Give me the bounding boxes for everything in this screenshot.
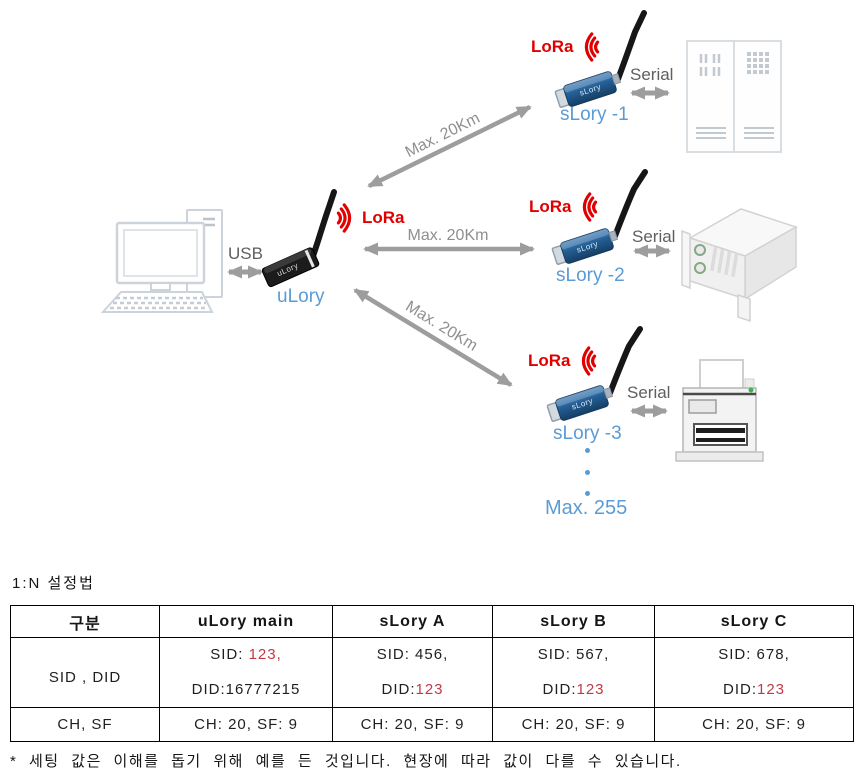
- table-cell: CH: 20, SF: 9: [159, 707, 333, 742]
- lora-label-slory3: LoRa: [528, 344, 600, 378]
- cell-value-red: 123: [415, 681, 444, 698]
- cell-value: SID:: [210, 646, 249, 663]
- table-header-row: 구분 uLory main sLory A sLory B sLory C: [10, 605, 854, 638]
- table-row: CH, SF CH: 20, SF: 9 CH: 20, SF: 9 CH: 20, …: [10, 707, 854, 742]
- radio-wave-icon: [582, 192, 597, 222]
- slory3-antenna: [607, 326, 643, 396]
- row-label: SID , DID: [10, 637, 160, 708]
- col-header-category: 구분: [10, 605, 160, 638]
- cell-line: CH: 20, SF: 9: [493, 717, 654, 732]
- cell-line: CH: 20, SF: 9: [160, 717, 332, 732]
- cell-value: CH: 20, SF: 9: [360, 716, 465, 733]
- slory3-label: sLory -3: [553, 423, 622, 444]
- cell-value-red: 123,: [248, 646, 282, 663]
- max-range-label-2: Max. 20Km: [407, 226, 489, 244]
- cell-line: CH: 20, SF: 9: [333, 717, 492, 732]
- cell-line: DID:123: [655, 682, 853, 697]
- col-header-slory-b: sLory B: [492, 605, 655, 638]
- table-cell: SID: 123, DID:16777215: [159, 637, 333, 708]
- slory2-device: sLory: [551, 228, 619, 265]
- lora-label-slory2: LoRa: [529, 190, 601, 224]
- cell-value: SID: 456,: [376, 646, 449, 663]
- row-label: CH, SF: [10, 707, 160, 742]
- settings-section: 1:N 설정법 구분 uLory main sLory A sLory B sL…: [10, 572, 854, 771]
- cell-value: CH: 20, SF: 9: [521, 716, 626, 733]
- usb-label: USB: [228, 244, 263, 263]
- cell-line: SID: 678,: [655, 647, 853, 662]
- table-cell: CH: 20, SF: 9: [492, 707, 655, 742]
- server-icon: [681, 208, 798, 323]
- ulory-antenna: [310, 189, 337, 259]
- radio-wave-icon: [336, 203, 352, 233]
- ulory-label: uLory: [277, 286, 325, 307]
- table-cell: SID: 678, DID:123: [654, 637, 854, 708]
- lora-label-ulory: LoRa: [333, 201, 405, 235]
- cell-value: CH: 20, SF: 9: [194, 716, 298, 733]
- computer-icon: [100, 209, 223, 313]
- continuation-dots: [585, 448, 590, 500]
- printer-icon: [675, 359, 764, 462]
- slory2-label: sLory -2: [556, 265, 625, 286]
- lora-label-text: LoRa: [529, 197, 572, 216]
- cell-value: SID: 678,: [718, 646, 790, 663]
- diagram-canvas: uLory sLory sLory sLory: [100, 10, 798, 462]
- cell-line: SID: 456,: [333, 647, 492, 662]
- cell-line: DID:123: [333, 682, 492, 697]
- lora-label-text: LoRa: [528, 351, 571, 370]
- footnote: * 세팅 값은 이해를 돕기 위해 예를 든 것입니다. 현장에 따라 값이 다…: [10, 753, 682, 770]
- col-header-ulory-main: uLory main: [159, 605, 333, 638]
- max-nodes-label: Max. 255: [545, 497, 628, 519]
- cell-value: CH: 20, SF: 9: [702, 716, 806, 733]
- table-cell: CH: 20, SF: 9: [654, 707, 854, 742]
- cell-line: DID:16777215: [160, 682, 332, 697]
- cell-value: DID:: [722, 681, 757, 698]
- slory1-label: sLory -1: [560, 104, 629, 125]
- cell-value-red: 123: [756, 681, 786, 698]
- settings-table: 구분 uLory main sLory A sLory B sLory C SI…: [10, 605, 854, 742]
- cell-value: DID:: [381, 681, 416, 698]
- slory1-device: sLory: [554, 71, 622, 108]
- table-cell: CH: 20, SF: 9: [332, 707, 493, 742]
- cell-line: CH: 20, SF: 9: [655, 717, 853, 732]
- lora-label-slory1: LoRa: [531, 30, 603, 64]
- slory2-antenna: [612, 169, 648, 239]
- cell-line: SID: 567,: [493, 647, 654, 662]
- cell-value: DID:16777215: [191, 681, 301, 698]
- table-cell: SID: 456, DID:123: [332, 637, 493, 708]
- lora-link-arrow-1: [367, 104, 532, 189]
- col-header-slory-c: sLory C: [654, 605, 854, 638]
- lora-label-text: LoRa: [362, 208, 405, 227]
- lora-link-arrow-3: [353, 288, 513, 387]
- serial-label-1: Serial: [630, 65, 674, 84]
- settings-table-title: 1:N 설정법: [12, 575, 95, 592]
- radio-wave-icon: [581, 346, 596, 376]
- cell-line: SID: 123,: [160, 647, 332, 662]
- serial-label-3: Serial: [627, 383, 671, 402]
- col-header-slory-a: sLory A: [332, 605, 493, 638]
- cell-value: DID:: [542, 681, 577, 698]
- slory1-antenna: [615, 10, 647, 82]
- cell-line: DID:123: [493, 682, 654, 697]
- table-cell: SID: 567, DID:123: [492, 637, 655, 708]
- serial-label-2: Serial: [632, 227, 676, 246]
- slory3-device: sLory: [546, 385, 614, 422]
- lora-label-text: LoRa: [531, 37, 574, 56]
- cell-value: SID: 567,: [537, 646, 610, 663]
- cell-value-red: 123: [576, 681, 605, 698]
- radio-wave-icon: [584, 32, 599, 62]
- server-rack-icon: [686, 40, 782, 153]
- ulory-device: uLory: [261, 247, 320, 288]
